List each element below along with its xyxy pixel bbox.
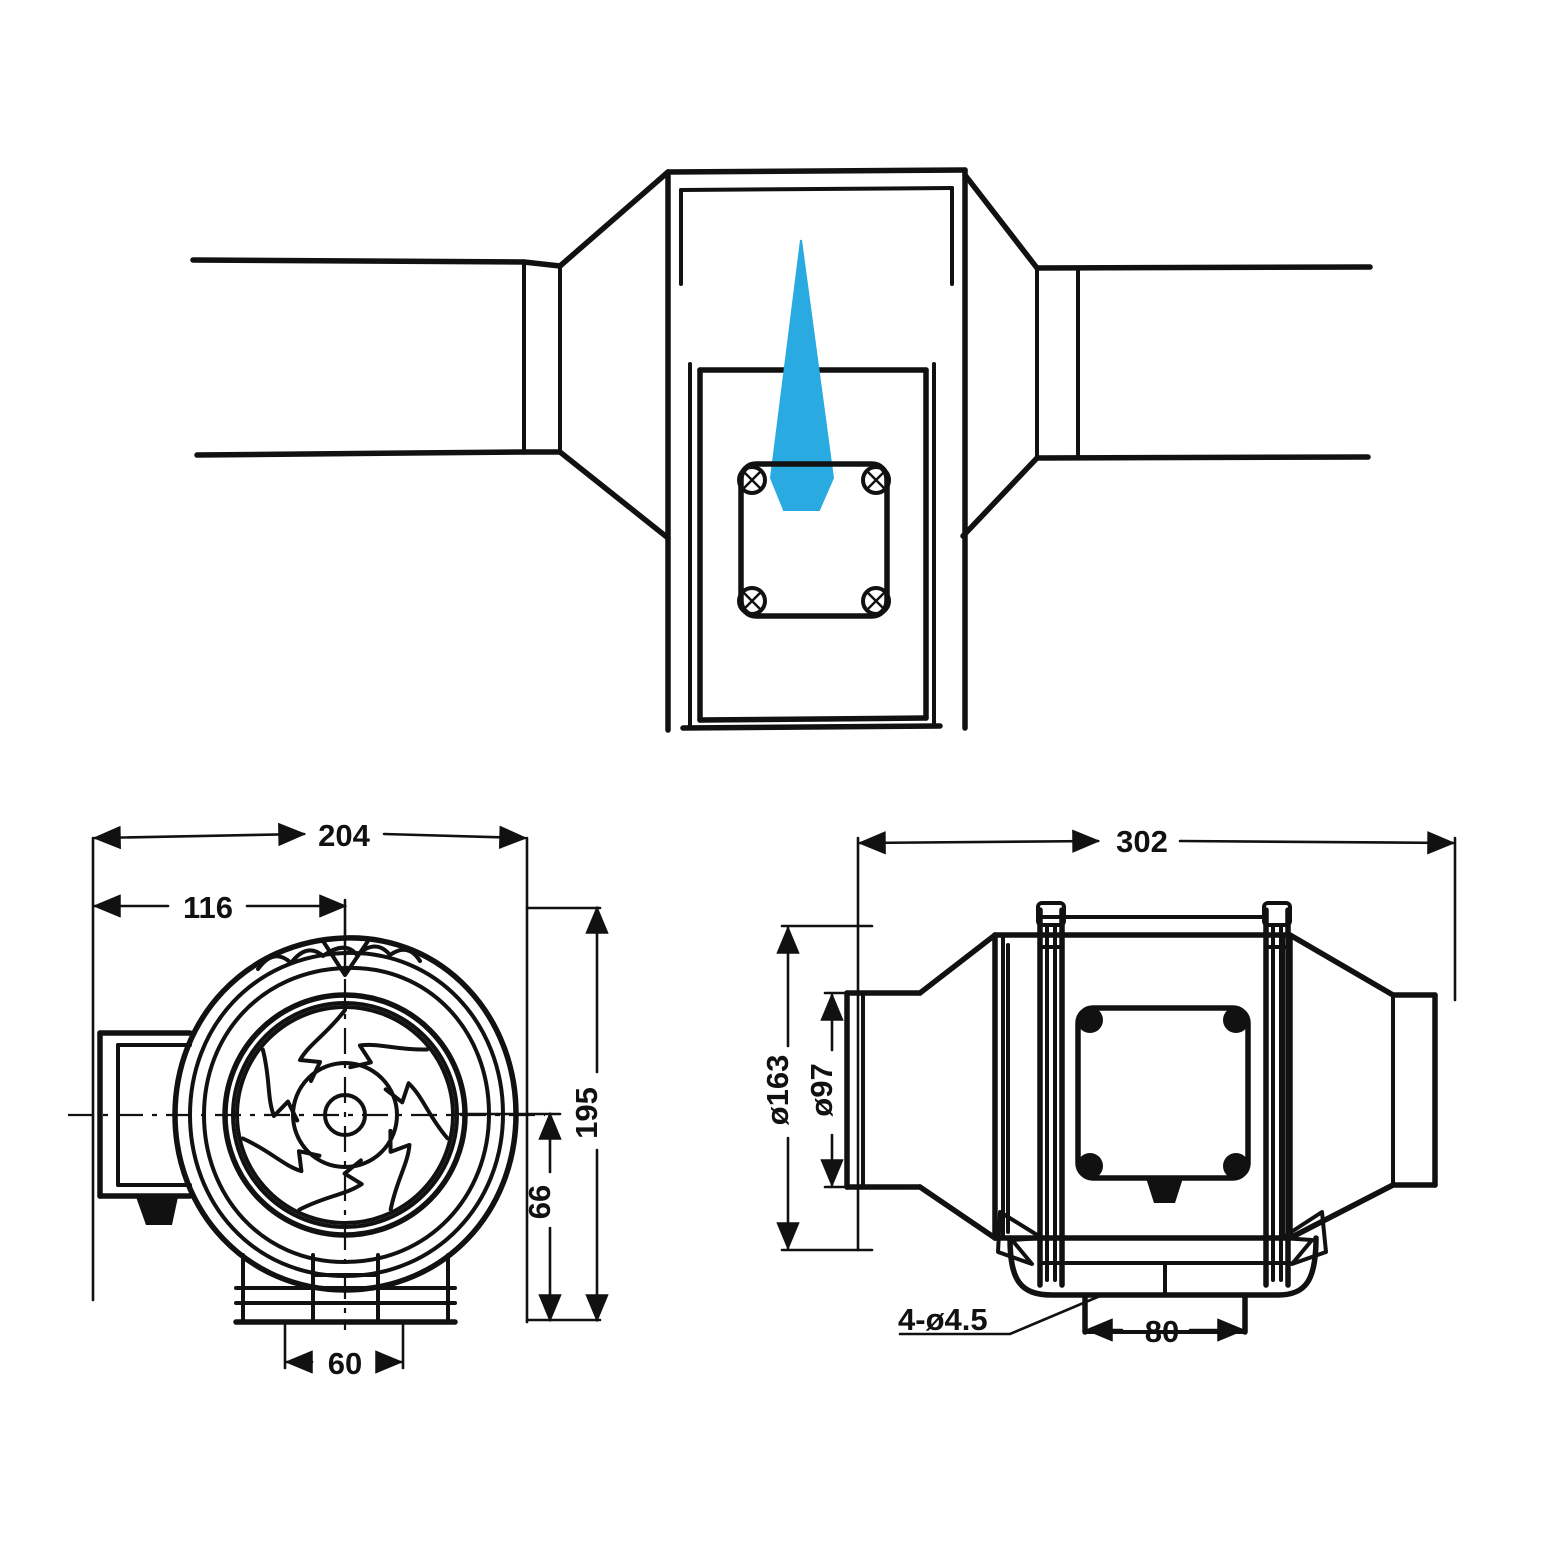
dimension-195-text: 195 bbox=[569, 1087, 604, 1139]
dimension-116: 116 bbox=[92, 890, 348, 925]
dimension-60-text: 60 bbox=[328, 1346, 362, 1381]
dimension-80-text: 80 bbox=[1145, 1314, 1179, 1349]
dimension-hole-callout-text: 4-ø4.5 bbox=[898, 1302, 988, 1337]
dimension-163-text: ø163 bbox=[760, 1055, 795, 1126]
side-view bbox=[844, 901, 1438, 1335]
side-view-junction-box-screws bbox=[1077, 1007, 1249, 1179]
junction-box-screws bbox=[737, 465, 891, 616]
dimension-hole-callout: 4-ø4.5 bbox=[898, 1294, 1102, 1337]
dimension-204: 204 bbox=[92, 818, 528, 853]
side-view-mount-strap-left bbox=[1036, 901, 1066, 1288]
dimension-204-text: 204 bbox=[318, 818, 370, 853]
side-view-dimensions: 302 ø163 ø97 80 4-ø4.5 bbox=[760, 824, 1457, 1349]
dimension-97-text: ø97 bbox=[804, 1063, 839, 1116]
front-view-mount-bracket bbox=[233, 1253, 458, 1325]
front-view-inlet-spigot bbox=[97, 1030, 193, 1225]
side-view-left-cone bbox=[992, 932, 1005, 1241]
dimension-302: 302 bbox=[857, 824, 1456, 859]
dimension-97: ø97 bbox=[804, 992, 844, 1188]
screw-icon bbox=[737, 465, 767, 495]
dimension-66: 66 bbox=[522, 1111, 562, 1323]
side-view-tabs bbox=[996, 1210, 1328, 1266]
junction-box bbox=[737, 461, 891, 619]
dimension-163: ø163 bbox=[760, 925, 800, 1251]
front-view-dimensions: 204 116 195 66 60 bbox=[91, 818, 609, 1381]
dimension-116-text: 116 bbox=[183, 890, 233, 925]
dimension-60: 60 bbox=[284, 1346, 404, 1381]
impeller-blades bbox=[240, 1008, 450, 1212]
dimension-195: 195 bbox=[569, 905, 609, 1323]
screw-icon bbox=[737, 586, 767, 616]
screw-icon bbox=[861, 465, 891, 495]
dimension-80: 80 bbox=[1084, 1314, 1246, 1349]
top-view-body bbox=[665, 167, 968, 733]
top-view-right-duct bbox=[960, 172, 1373, 539]
top-view bbox=[190, 167, 1373, 733]
top-view-left-duct bbox=[190, 169, 671, 541]
side-view-right-spigot bbox=[1390, 992, 1438, 1188]
top-view-inner-plate bbox=[680, 362, 943, 731]
side-view-mount-strap-right bbox=[1262, 901, 1292, 1288]
dimension-66-text: 66 bbox=[522, 1185, 557, 1219]
screw-icon bbox=[861, 586, 891, 616]
side-view-junction-box bbox=[1075, 1005, 1251, 1203]
airflow-arrow bbox=[769, 239, 835, 511]
dimension-302-text: 302 bbox=[1116, 824, 1168, 859]
